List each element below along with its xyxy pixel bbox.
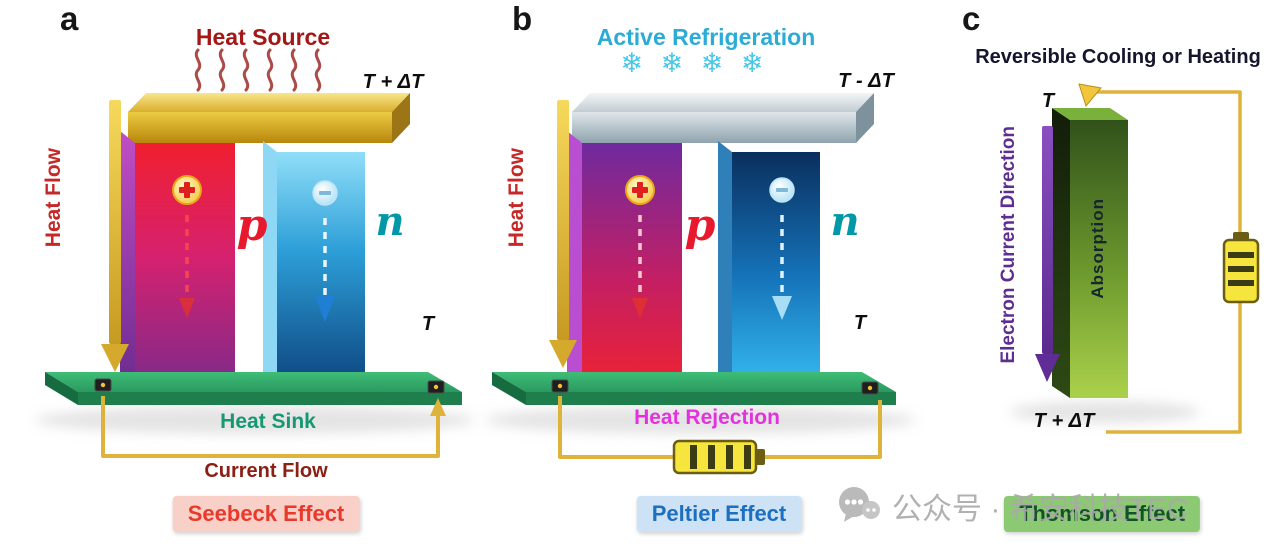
heat-sink-base-a — [45, 372, 462, 405]
temp-bottom-c-label: T + ΔT — [1033, 410, 1095, 432]
hole-arrow-b — [632, 215, 648, 318]
temp-top-b-label: T - ΔT — [838, 70, 894, 92]
thomson-effect-badge: Thomson Effect — [1003, 496, 1201, 532]
panel-label-b: b — [512, 0, 533, 37]
seebeck-effect-badge: Seebeck Effect — [172, 496, 360, 532]
temp-top-c-label: T — [1041, 90, 1055, 112]
hole-icon-b — [625, 175, 655, 205]
current-arrow-a — [430, 398, 446, 416]
current-arrow-c — [1078, 83, 1102, 108]
absorption-label: Absorption — [1088, 198, 1107, 299]
n-label-b: n — [830, 198, 860, 245]
p-pillar-a — [120, 131, 235, 394]
peltier-effect-badge: Peltier Effect — [636, 496, 802, 532]
electron-arrow-a — [315, 218, 335, 322]
panel-b-art — [485, 93, 915, 475]
heat-flow-arrow-a — [101, 100, 129, 372]
hole-arrow-a — [179, 215, 195, 318]
current-flow-label: Current Flow — [204, 460, 328, 482]
wire-a — [101, 396, 446, 458]
heat-flow-a-label: Heat Flow — [42, 148, 65, 248]
panel-label-c: c — [962, 0, 981, 37]
n-pillar-b — [718, 141, 820, 397]
electron-arrow-b — [772, 215, 792, 320]
cold-plate-b — [572, 93, 874, 143]
hot-plate-a — [128, 93, 410, 143]
electron-current-direction-label: Electron Current Direction — [998, 126, 1019, 364]
n-label-a: n — [375, 198, 405, 245]
heat-sink-base-b — [492, 372, 896, 405]
heat-flow-b-label: Heat Flow — [505, 148, 528, 248]
battery-b — [672, 439, 765, 475]
shadow-c — [1010, 401, 1200, 423]
shadow-b — [485, 406, 915, 434]
snowflake-icons: ❄ ❄ ❄ ❄ — [620, 48, 764, 78]
p-label-a: p — [236, 200, 268, 251]
electron-icon-b — [769, 177, 795, 203]
panel-c-art — [1010, 83, 1260, 434]
temp-bottom-a-label: T — [421, 313, 435, 335]
n-pillar-a — [263, 141, 365, 397]
watermark-text: 公众号 · 希安科技TEC — [892, 493, 1189, 526]
heat-flow-arrow-b — [549, 100, 577, 368]
p-pillar-b — [567, 131, 682, 394]
panel-a-art — [35, 48, 475, 458]
watermark: 公众号 · 希安科技TEC — [838, 484, 1189, 528]
heat-sink-label: Heat Sink — [220, 410, 316, 433]
electron-current-arrow-c — [1035, 126, 1060, 382]
pillar-c — [1052, 108, 1128, 398]
heat-rejection-label: Heat Rejection — [634, 406, 780, 429]
electron-icon-a — [312, 180, 338, 206]
temp-bottom-b-label: T — [853, 312, 867, 334]
panel-label-a: a — [60, 0, 79, 37]
watermark-logo-icon — [839, 487, 880, 522]
heat-source-label: Heat Source — [195, 24, 331, 50]
reversible-cooling-heating-label: Reversible Cooling or Heating — [975, 46, 1261, 68]
active-refrigeration-label: Active Refrigeration — [596, 24, 816, 50]
hole-icon-a — [172, 175, 202, 205]
heat-wave-icons — [194, 48, 322, 92]
temp-top-a-label: T + ΔT — [362, 71, 424, 93]
battery-c — [1222, 232, 1260, 304]
shadow-a — [35, 406, 475, 434]
p-label-b: p — [684, 200, 716, 251]
